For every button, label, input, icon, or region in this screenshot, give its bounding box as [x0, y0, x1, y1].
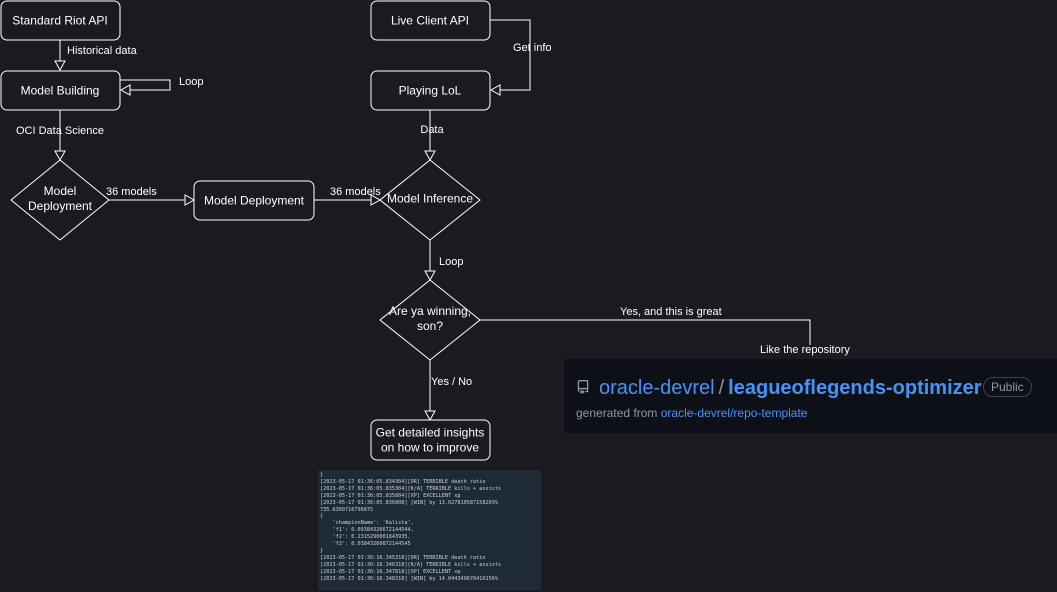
edge-label-like-repo: Like the repository: [760, 344, 850, 356]
edge-label-oci-data-science: OCI Data Science: [16, 125, 104, 137]
edge-label-36-models: 36 models: [106, 186, 157, 198]
edge-label-36-models: 36 models: [330, 186, 381, 198]
node-live-client-api: Live Client API: [370, 0, 491, 41]
log-line: 'championName': 'Kalista',: [320, 520, 414, 527]
edge-oci-data-science: [54, 110, 66, 162]
node-label: Model Inference: [387, 192, 473, 206]
log-line: [2023-05-17 01:36:05.834304][DR] TERRIBL…: [320, 478, 486, 485]
repo-name-link[interactable]: leagueoflegends-optimizer: [728, 377, 982, 399]
log-line: 'f1': 0.09384326672144544,: [320, 527, 414, 534]
edge-label-data: Data: [420, 124, 444, 136]
log-line: [2023-05-17 01:36:16.347818][XP] EXCELLE…: [320, 568, 461, 575]
node-label: Standard Riot API: [12, 14, 107, 28]
edge-label-get-info: Get info: [513, 42, 552, 54]
repository-card: oracle-devrel/leagueoflegends-optimizer …: [564, 359, 1057, 433]
edge-yes-no: [424, 360, 436, 422]
node-playing-lol: Playing LoL: [370, 70, 491, 111]
log-line: }: [320, 547, 324, 554]
node-label: Live Client API: [391, 14, 469, 28]
generated-from: generated from oracle-devrel/repo-templa…: [576, 406, 807, 420]
terminal-log: } [2023-05-17 01:36:05.834304][DR] TERRI…: [318, 470, 541, 590]
node-label: Model Deployment: [204, 194, 305, 208]
edge-loop-model-building: [119, 79, 171, 96]
edge-label-yes-great: Yes, and this is great: [620, 306, 722, 318]
node-label-line-1: Model: [44, 184, 77, 198]
template-repo-link[interactable]: oracle-devrel/repo-template: [660, 406, 808, 420]
edge-label-loop: Loop: [179, 76, 203, 88]
node-insights: Get detailed insights on how to improve: [370, 419, 491, 461]
log-line: [2023-05-17 01:36:05.836808] [WIN] by 13…: [320, 499, 499, 506]
edge-historical-data: [54, 40, 66, 72]
edge-label-yes-no: Yes / No: [431, 376, 472, 388]
edge-get-info: [489, 19, 531, 96]
node-label-line-2: son?: [417, 319, 443, 333]
node-are-ya-winning: Are ya winning, son?: [379, 279, 481, 361]
log-line: }: [320, 472, 324, 478]
edge-36-models-b: [314, 194, 382, 206]
edge-36-models-a: [109, 194, 196, 206]
repo-title: oracle-devrel/leagueoflegends-optimizer: [599, 376, 982, 400]
node-label: Model Building: [21, 84, 100, 98]
node-label-line-1: Get detailed insights: [376, 426, 485, 440]
log-line: [2023-05-17 01:36:05.835304][K/A] TERRIB…: [320, 485, 502, 492]
repo-icon: [576, 380, 590, 394]
node-label-line-1: Are ya winning,: [389, 304, 471, 318]
edge-loop-inference: [424, 240, 436, 282]
node-model-deployment-diamond: Model Deployment: [10, 159, 110, 241]
repo-owner-link[interactable]: oracle-devrel: [599, 377, 715, 399]
edge-label-historical-data: Historical data: [67, 45, 138, 57]
log-line: [2023-05-17 01:36:16.348318] [WIN] by 14…: [320, 575, 499, 582]
node-label: Playing LoL: [399, 84, 462, 98]
log-line: [2023-05-17 01:36:16.346318][K/A] TERRIB…: [320, 561, 502, 568]
node-label-line-2: Deployment: [28, 199, 93, 213]
log-line: 'f2': 0.2315290001843935,: [320, 534, 411, 541]
node-label-line-2: on how to improve: [381, 441, 479, 455]
node-model-building: Model Building: [0, 70, 121, 111]
edge-data: [424, 110, 436, 162]
log-line: 'f3': 0.03843260872144545: [320, 541, 411, 548]
log-line: [2023-05-17 01:36:05.835804][XP] EXCELLE…: [320, 492, 461, 499]
node-standard-riot-api: Standard Riot API: [0, 0, 121, 41]
log-line: {: [320, 513, 324, 520]
log-line: [2023-05-17 01:36:16.345318][DR] TERRIBL…: [320, 554, 486, 561]
edge-label-loop: Loop: [439, 256, 463, 268]
edge-yes-great: [480, 319, 811, 345]
generated-from-label: generated from: [576, 406, 658, 420]
node-model-inference: Model Inference: [379, 159, 481, 241]
repo-separator: /: [718, 377, 725, 399]
visibility-badge: Public: [983, 377, 1032, 397]
node-model-deployment-box: Model Deployment: [193, 180, 315, 221]
log-line: 735.6309716796875: [320, 506, 374, 513]
